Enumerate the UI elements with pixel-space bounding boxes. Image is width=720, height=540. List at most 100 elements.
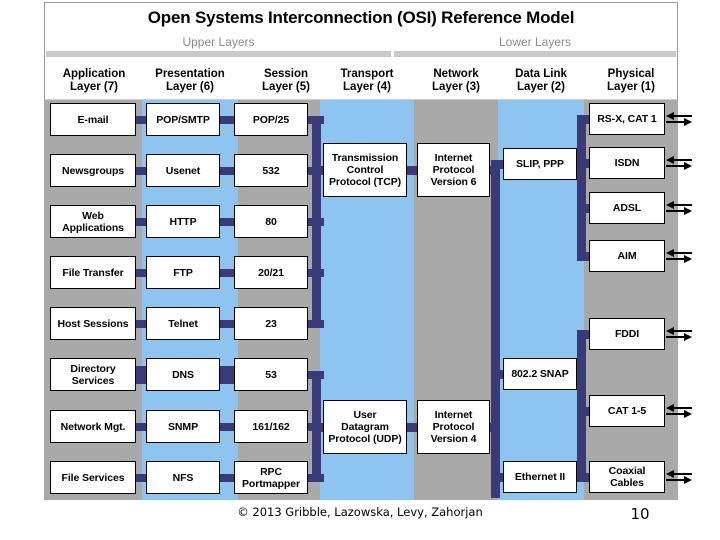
connector-app-presentation: [134, 166, 148, 175]
connector-physical-isdn: [577, 159, 591, 168]
node-session[interactable]: 80: [234, 205, 308, 238]
layer-header-name: Data Link: [515, 68, 567, 80]
arrow-right-icon: [666, 410, 692, 418]
node-physical[interactable]: ADSL: [589, 192, 665, 224]
connector-app-presentation: [134, 473, 148, 482]
connector-bus-tcp: [312, 166, 326, 175]
node-session[interactable]: 53: [234, 358, 308, 391]
node-physical[interactable]: ISDN: [589, 147, 665, 179]
node-label: 532: [262, 164, 280, 177]
arrow-right-icon: [666, 255, 692, 263]
connector-physical-fddi: [577, 330, 591, 339]
node-application[interactable]: E-mail: [50, 103, 136, 136]
connector-8022snap-physical: [572, 370, 586, 379]
node-label: CAT 1-5: [607, 405, 647, 417]
bus-datalink: [491, 160, 500, 498]
node-label: E-mail: [77, 113, 109, 126]
node-label: RS-X, CAT 1: [597, 113, 657, 125]
arrow-left-icon: [666, 156, 692, 164]
layer-group-label: Upper Layers: [182, 34, 255, 49]
node-label: ADSL: [612, 202, 642, 214]
node-session[interactable]: 532: [234, 154, 308, 187]
node-presentation[interactable]: Usenet: [146, 154, 220, 187]
node-session[interactable]: POP/25: [234, 103, 308, 136]
connector-bus-slippp: [491, 160, 507, 169]
layer-header-name: Network: [433, 68, 479, 80]
medium-arrow-pair: [666, 403, 692, 419]
layer-header-number: Layer (2): [517, 81, 565, 93]
node-presentation[interactable]: Telnet: [146, 307, 220, 340]
node-datalink[interactable]: 802.2 SNAP: [503, 358, 577, 390]
layer-header-number: Layer (1): [607, 81, 655, 93]
node-presentation[interactable]: FTP: [146, 256, 220, 289]
layer-header-name: Session: [263, 68, 309, 80]
node-application[interactable]: File Transfer: [50, 256, 136, 289]
connector-app-presentation: [134, 422, 148, 431]
node-label: 161/162: [252, 420, 290, 433]
arrow-right-icon: [666, 476, 692, 484]
arrow-left-icon: [666, 112, 692, 120]
medium-arrow-pair: [666, 469, 692, 485]
node-application[interactable]: Network Mgt.: [50, 410, 136, 443]
layer-group-bar: [46, 51, 391, 57]
arrow-left-icon: [666, 327, 692, 335]
layer-header-number: Layer (6): [166, 81, 214, 93]
medium-arrow-pair: [666, 248, 692, 264]
page-title: Open Systems Interconnection (OSI) Refer…: [147, 8, 575, 27]
node-label: Usenet: [165, 164, 201, 177]
arrow-right-icon: [666, 333, 692, 341]
connector-app-presentation: [134, 319, 148, 328]
node-session[interactable]: 161/162: [234, 410, 308, 443]
layer-header-number: Layer (7): [70, 81, 118, 93]
connector-bus-8022snap: [491, 370, 507, 379]
node-label: 23: [265, 317, 277, 330]
arrow-left-icon: [666, 404, 692, 412]
layer-group-bar: [394, 51, 676, 57]
node-application[interactable]: File Services: [50, 461, 136, 494]
node-physical[interactable]: CAT 1-5: [589, 395, 665, 427]
node-label: 53: [265, 368, 277, 381]
node-session[interactable]: 23: [234, 307, 308, 340]
node-physical[interactable]: RS-X, CAT 1: [589, 103, 665, 135]
node-application[interactable]: Newsgroups: [50, 154, 136, 187]
node-presentation[interactable]: DNS: [146, 358, 220, 391]
arrow-right-icon: [666, 118, 692, 126]
connector-tcp-ipv6: [405, 166, 421, 175]
node-presentation[interactable]: POP/SMTP: [146, 103, 220, 136]
node-presentation[interactable]: NFS: [146, 461, 220, 494]
node-label: SLIP, PPP: [516, 158, 564, 170]
node-label: ISDN: [614, 157, 640, 169]
layer-header-number: Layer (4): [343, 81, 391, 93]
layer-header-name: Transport: [340, 68, 394, 80]
node-datalink[interactable]: SLIP, PPP: [503, 148, 577, 180]
node-physical[interactable]: FDDI: [589, 318, 665, 350]
node-physical[interactable]: AIM: [589, 240, 665, 272]
node-presentation[interactable]: HTTP: [146, 205, 220, 238]
layer-header-strip: [44, 62, 678, 100]
node-presentation[interactable]: SNMP: [146, 410, 220, 443]
medium-arrow-pair: [666, 200, 692, 216]
connector-physical-coaxial: [577, 473, 591, 482]
connector-presentation-session: [218, 473, 236, 482]
connector-app-presentation: [134, 365, 148, 372]
connector-physical-adsl: [577, 204, 591, 213]
node-session[interactable]: 20/21: [234, 256, 308, 289]
node-datalink[interactable]: Ethernet II: [503, 461, 577, 493]
node-label: POP/25: [252, 113, 290, 126]
node-application[interactable]: Host Sessions: [50, 307, 136, 340]
